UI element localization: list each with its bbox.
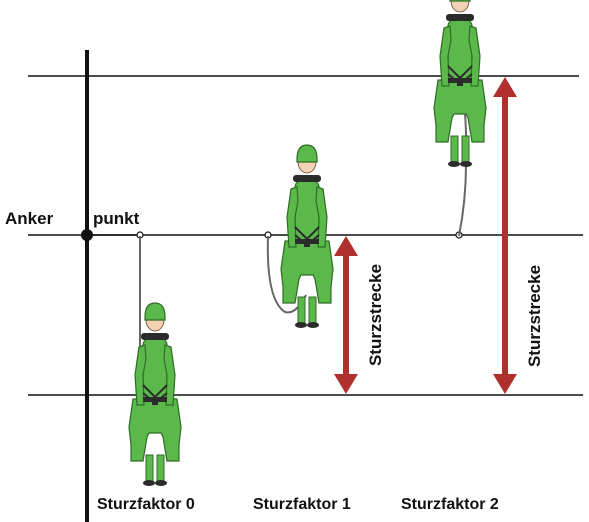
fall-distance-arrow-2 [493,77,517,394]
climber-2-rope [455,97,468,239]
caption-sturzfaktor-1: Sturzfaktor 1 [253,496,351,513]
fall-distance-label-2: Sturzstrecke [525,265,544,367]
anchor-label-left: Anker [5,209,54,228]
climber-figure-2 [433,0,487,168]
anchor-label-right: punkt [93,209,140,228]
climber-figure-1 [280,144,334,329]
fall-distance-label-1: Sturzstrecke [366,264,385,366]
climber-figure-0 [128,302,182,487]
caption-sturzfaktor-0: Sturzfaktor 0 [97,496,195,513]
caption-sturzfaktor-2: Sturzfaktor 2 [401,496,499,513]
fall-distance-arrow-1 [334,236,358,394]
wall-pole [85,50,89,522]
